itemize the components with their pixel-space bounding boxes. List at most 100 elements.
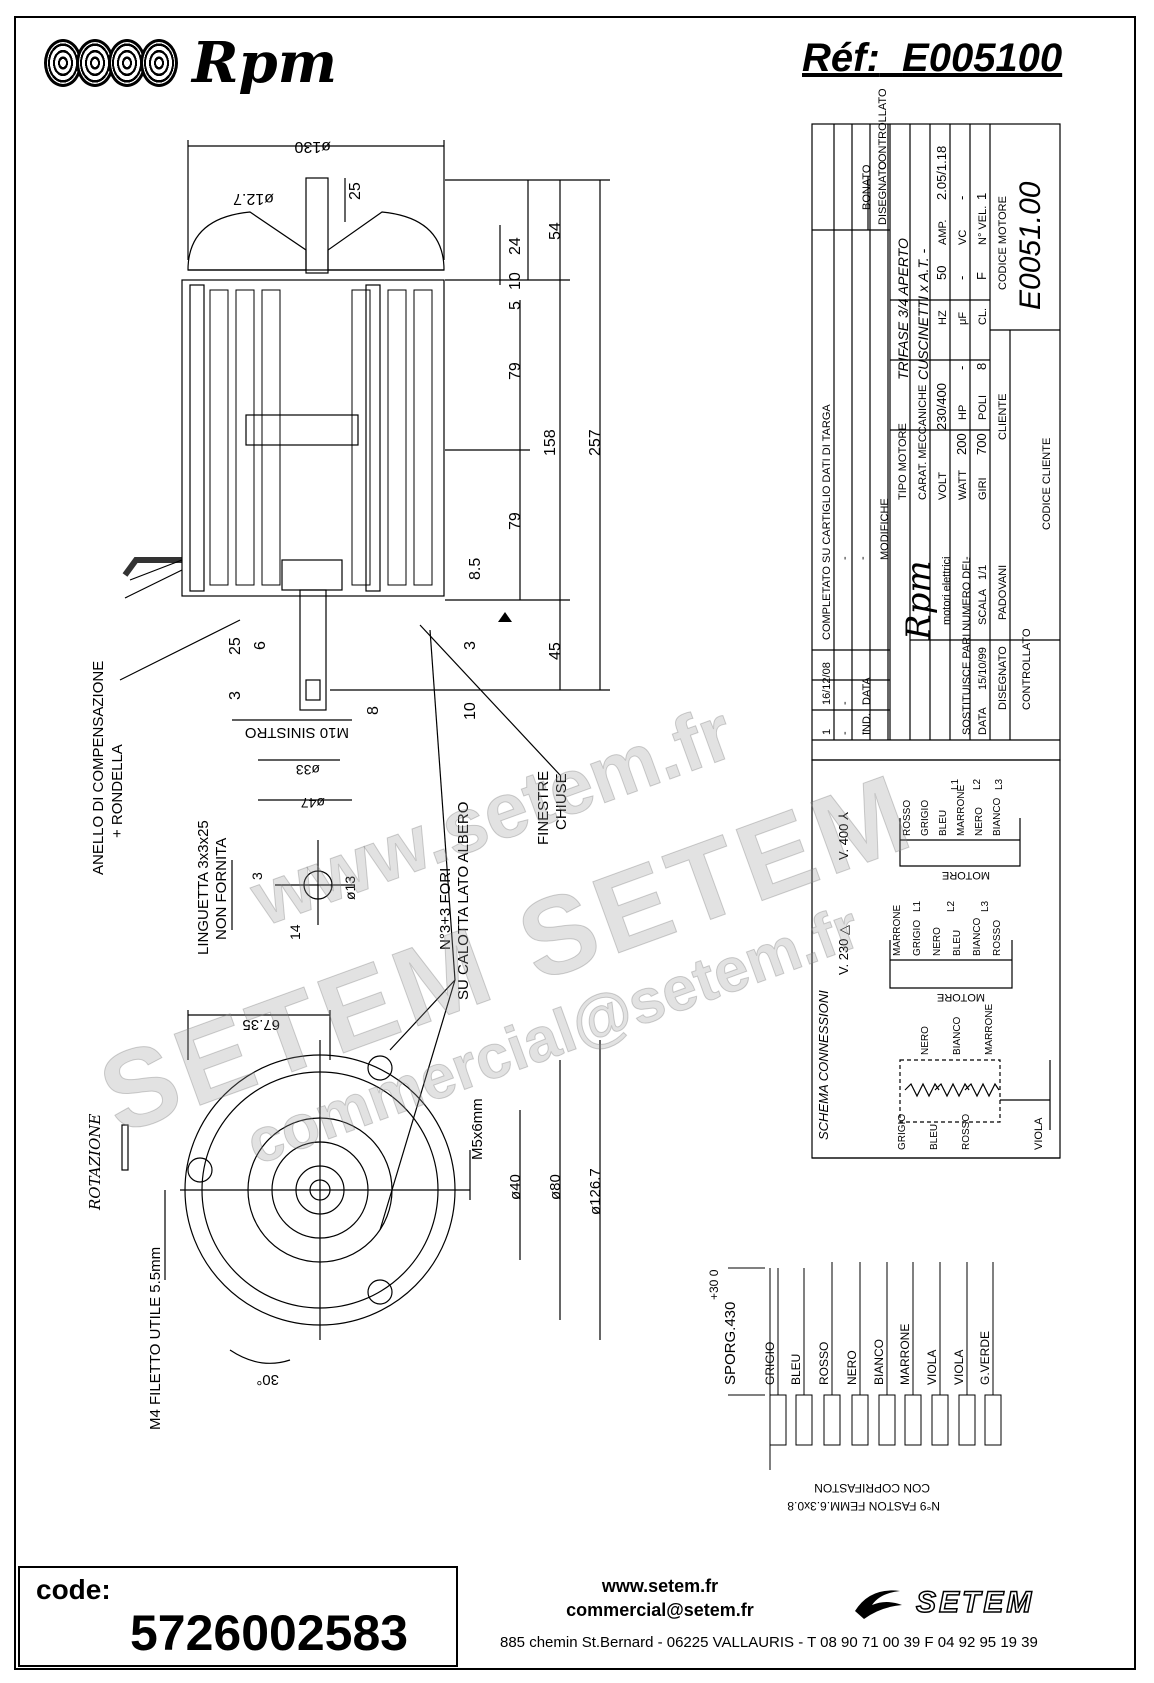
schema-phase-230: L1 [912,900,923,912]
tb-header-ind: IND. [861,713,873,735]
dim-25-top: 25 [347,182,364,200]
schema-coil-top: NERO [920,1026,931,1055]
dim-158: 158 [542,429,559,456]
schema-phase-400: L1 [950,778,961,790]
schema-coil-bottom: BLEU [929,1124,940,1150]
label-anello-1: ANELLO DI COMPENSAZIONE [90,661,107,875]
wire-color-label: MARRONE [898,1324,912,1385]
tb-rpm-sub: motori elettrici [941,557,953,625]
dim-3-right: 3 [462,641,479,650]
schema-230-wire: GRIGIO [912,920,923,956]
tb-header-modifiche: MODIFICHE [879,498,891,560]
dim-126-7: ø126.7 [587,1168,604,1215]
dim-257: 257 [587,429,604,456]
schema-phase-230: L2 [946,900,957,912]
dim-13: ø13 [342,876,358,900]
schema-coil-top: MARRONE [984,1004,995,1055]
tb-sost-value: - [961,556,973,560]
dim-3-section: 3 [249,872,265,880]
dim-10-bottom: 10 [462,702,479,720]
dim-24: 24 [507,237,524,255]
tb-scala-value: 1/1 [977,565,989,580]
tb-row2-data: - [839,701,851,705]
dim-8-5: 8.5 [467,558,484,580]
tb-data-value: 15/10/99 [977,647,989,690]
code-label: code: [36,1574,111,1605]
setem-swirl-icon [855,1590,902,1619]
tb-volt-value: 230/400 [934,383,949,430]
drawing-frame [14,16,1136,1670]
label-faston-1: CON COPRIFASTON [814,1481,930,1495]
setem-logo: SETEM [850,1583,1034,1623]
dim-67-35: 67.35 [242,1016,280,1033]
dim-33: ø33 [296,762,320,778]
schema-230-wire: NERO [932,927,943,956]
label-anello-2: + RONDELLA [109,744,126,838]
tb-hp: HP [957,405,969,420]
dim-12-7: ø12.7 [233,190,274,207]
tb-controllato: CONTROLLATO [1021,628,1033,710]
tb-codice-cliente: CODICE CLIENTE [1041,438,1053,530]
code-value: 5726002583 [130,1605,409,1661]
contact-block: www.setem.fr commercial@setem.fr [540,1574,780,1622]
label-finestre-1: FINESTRE [535,771,552,845]
tb-nvel: N° VEL. [977,206,989,245]
code-box: code: 5726002583 [18,1566,458,1667]
reference: Réf: E005100 [802,36,1062,81]
tb-hp-value: - [954,366,969,370]
schema-230-wire: ROSSO [992,920,1003,956]
dim-30deg: 30° [256,1371,279,1388]
tb-carat-value: CUSCINETTI x A.T. - [915,248,931,380]
tb-watt: WATT [957,470,969,500]
label-linguetta-2: NON FORNITA [213,838,230,940]
tb-row3-desc: - [857,556,869,560]
schema-viola: VIOLA [1033,1117,1045,1150]
tb-uf: μF [957,312,969,325]
schema-coil-top: BIANCO [952,1016,963,1055]
schema-400-wire: ROSSO [902,800,913,836]
tb-data: DATA [977,707,989,735]
coils-icon [44,39,178,87]
dim-m5: M5x6mm [469,1098,486,1160]
tb-row2-desc: - [839,556,851,560]
schema-400-wire: BLEU [938,810,949,836]
brand-name: Rpm [192,30,337,96]
dim-8: 8 [365,706,382,715]
website-link[interactable]: www.setem.fr [601,1576,719,1596]
schema-400-wire: GRIGIO [920,800,931,836]
tb-controllato-hdr: CONTROLLATO [877,88,889,170]
tb-hz-value: 50 [934,266,949,280]
label-m10: M10 SINISTRO [245,724,349,741]
wire-color-label: GRIGIO [763,1342,777,1385]
email-link[interactable]: commercial@setem.fr [566,1600,754,1620]
schema-phase-400: L3 [994,778,1005,790]
address-line: 885 chemin St.Bernard - 06225 VALLAURIS … [500,1634,1038,1651]
tb-row3-ind: - [857,731,869,735]
wire-color-label: BIANCO [872,1339,886,1385]
wire-color-label: BLEU [789,1354,803,1385]
dim-130: ø130 [294,138,331,155]
schema-v230: V. 230 △ [836,925,851,975]
label-linguetta-1: LINGUETTA 3x3x25 [195,820,212,955]
wire-color-label: G.VERDE [978,1331,992,1385]
tb-disegnato: DISEGNATO [997,646,1009,710]
schema-230-wire: MARRONE [892,905,903,956]
tb-giri: GIRI [977,477,989,500]
tb-hz: HZ [937,310,949,325]
tb-vc-value: - [954,196,969,200]
dim-14: 14 [287,924,303,940]
schema-400-wire: MARRONE [956,785,967,836]
label-fori-1: N°3+3 FORI [437,868,454,950]
dim-25-bottom: 25 [227,637,244,655]
rpm-logo: Rpm [44,28,337,98]
tb-tipo-motore: TIPO MOTORE [897,423,909,500]
tb-watt-value: 200 [954,433,969,455]
tb-disegnato-hdr: DISEGNATO [877,161,889,225]
tb-poli-value: 8 [974,363,989,370]
schema-phase-400: L2 [972,778,983,790]
tb-bonato: BONATO [861,164,873,210]
tb-poli: POLI [977,395,989,420]
tb-rpm-brand: Rpm [899,560,939,641]
label-rotazione: ROTAZIONE [86,1114,104,1211]
tb-row1-data: 16/12/08 [821,662,833,705]
